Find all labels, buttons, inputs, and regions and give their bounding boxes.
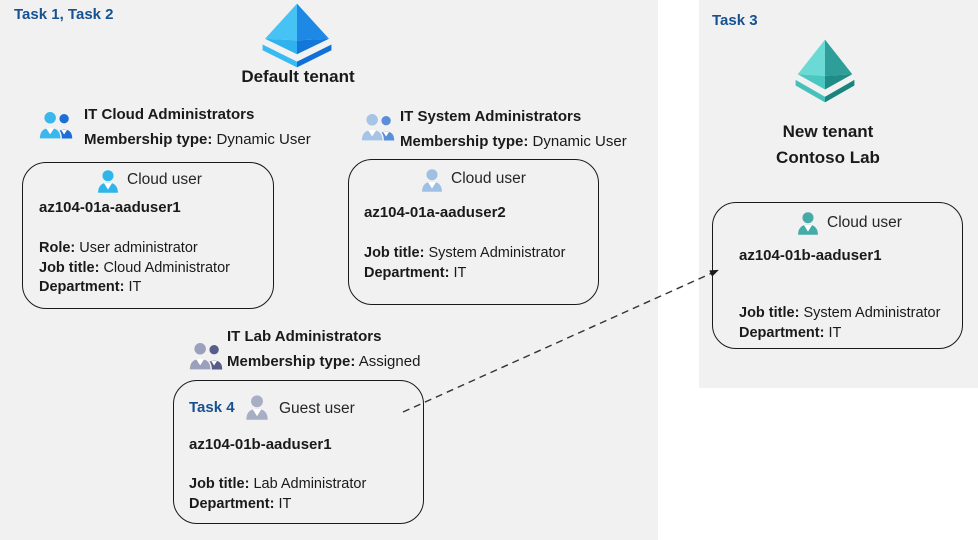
field-value: IT xyxy=(278,495,292,512)
group-name-it-lab-administrators: IT Lab Administrators xyxy=(227,328,382,345)
user-card-az104-01a-aaduser1: Cloud user az104-01a-aaduser1 Role: User… xyxy=(22,162,274,309)
group-people-icon xyxy=(38,109,74,141)
cloud-user-person-icon xyxy=(95,166,121,196)
user-fields: Role: User administrator Job title: Clou… xyxy=(39,239,230,298)
field-label: Role: xyxy=(39,240,76,256)
cloud-user-person-icon xyxy=(419,165,445,195)
field-line: Department: IT xyxy=(739,324,940,344)
user-type-label: Cloud user xyxy=(451,170,526,187)
field-line: Job title: System Administrator xyxy=(364,244,565,264)
field-value: System Administrator xyxy=(803,305,941,321)
field-label: Job title: xyxy=(364,245,425,261)
field-label: Department: xyxy=(39,279,125,295)
user-card-guest-az104-01b-aaduser1: Task 4 Guest user az104-01b-aaduser1 Job… xyxy=(173,380,424,524)
task-4-label: Task 4 xyxy=(189,399,235,416)
field-label: Job title: xyxy=(189,476,250,492)
user-card-az104-01a-aaduser2: Cloud user az104-01a-aaduser2 Job title:… xyxy=(348,159,599,305)
username: az104-01b-aaduser1 xyxy=(739,247,882,264)
cloud-user-person-icon xyxy=(795,208,821,238)
field-value: Cloud Administrator xyxy=(103,259,230,276)
field-line: Department: IT xyxy=(39,278,230,298)
group-people-icon xyxy=(360,111,396,143)
field-value: User administrator xyxy=(79,240,198,256)
user-type-label: Cloud user xyxy=(827,214,902,231)
field-value: IT xyxy=(453,264,467,281)
username: az104-01b-aaduser1 xyxy=(189,436,332,453)
user-fields: Job title: System Administrator Departme… xyxy=(739,304,940,343)
field-label: Department: xyxy=(189,495,275,512)
field-line: Job title: Cloud Administrator xyxy=(39,259,230,279)
field-line: Department: IT xyxy=(364,264,565,284)
field-label: Department: xyxy=(364,264,450,281)
group-name-it-system-administrators: IT System Administrators xyxy=(400,108,582,125)
new-tenant-azure-ad-icon xyxy=(790,38,860,104)
membership-type-label: Membership type: xyxy=(400,133,529,150)
new-tenant-title-line2: Contoso Lab xyxy=(776,148,880,167)
default-tenant-azure-ad-icon xyxy=(256,2,338,69)
group-name-it-cloud-administrators: IT Cloud Administrators xyxy=(84,106,255,123)
task-3-label: Task 3 xyxy=(712,12,758,29)
task-1-2-label: Task 1, Task 2 xyxy=(14,6,114,23)
username: az104-01a-aaduser1 xyxy=(39,199,181,216)
field-label: Job title: xyxy=(739,305,800,321)
user-fields: Job title: Lab Administrator Department:… xyxy=(189,475,366,514)
field-line: Job title: System Administrator xyxy=(739,304,940,324)
membership-type-value: Assigned xyxy=(358,353,421,370)
group-membership: Membership type: Dynamic User xyxy=(400,133,627,150)
membership-type-label: Membership type: xyxy=(84,131,213,148)
membership-type-label: Membership type: xyxy=(227,353,356,370)
field-line: Role: User administrator xyxy=(39,239,230,259)
user-type-label: Guest user xyxy=(279,400,355,417)
group-people-icon xyxy=(188,340,224,372)
membership-type-value: Dynamic User xyxy=(532,133,627,150)
user-fields: Job title: System Administrator Departme… xyxy=(364,244,565,283)
group-membership: Membership type: Dynamic User xyxy=(84,131,311,148)
field-value: IT xyxy=(828,324,842,341)
field-line: Job title: Lab Administrator xyxy=(189,475,366,495)
new-tenant-title-line1: New tenant xyxy=(782,122,874,141)
user-card-new-tenant-az104-01b-aaduser1: Cloud user az104-01b-aaduser1 Job title:… xyxy=(712,202,963,349)
field-label: Department: xyxy=(739,324,825,341)
user-type-label: Cloud user xyxy=(127,171,202,188)
field-value: IT xyxy=(128,279,142,295)
field-line: Department: IT xyxy=(189,495,366,515)
username: az104-01a-aaduser2 xyxy=(364,204,506,221)
default-tenant-panel xyxy=(0,0,658,540)
field-value: Lab Administrator xyxy=(253,476,367,492)
guest-user-person-icon xyxy=(243,391,271,423)
membership-type-value: Dynamic User xyxy=(216,131,311,148)
group-membership: Membership type: Assigned xyxy=(227,353,420,370)
default-tenant-title: Default tenant xyxy=(241,67,355,86)
field-label: Job title: xyxy=(39,259,100,276)
field-value: System Administrator xyxy=(428,245,566,261)
